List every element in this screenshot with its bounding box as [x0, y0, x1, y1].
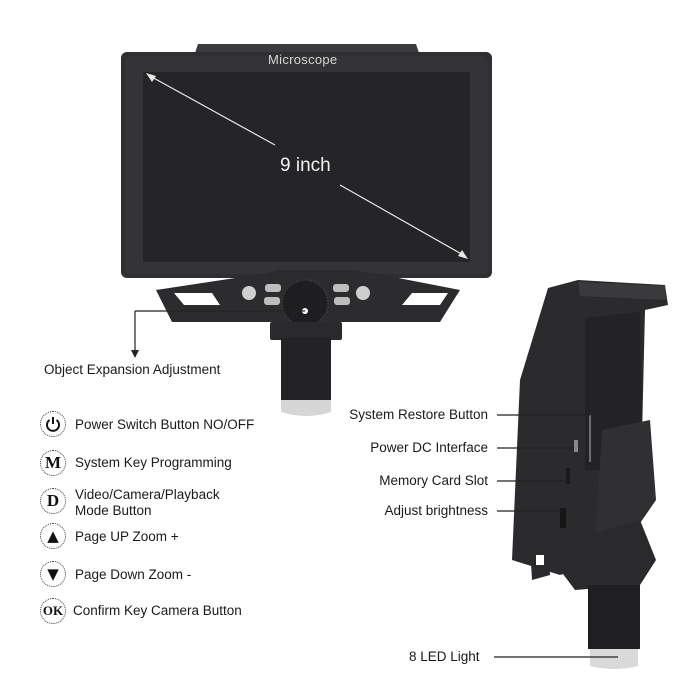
power-icon	[40, 411, 66, 437]
callout-led-light: 8 LED Light	[409, 649, 480, 664]
focus-knob-callout: Object Expansion Adjustment	[44, 362, 221, 377]
m-key-icon: M	[40, 450, 66, 476]
legend-label: Video/Camera/Playback	[75, 487, 220, 502]
legend-label: Confirm Key Camera Button	[73, 603, 242, 618]
legend-label: Page Down Zoom -	[75, 567, 192, 582]
legend-label: Mode Button	[75, 503, 152, 518]
ok-key-icon: OK	[40, 598, 66, 624]
up-triangle-icon: ▲	[40, 523, 66, 549]
legend-label: System Key Programming	[75, 455, 232, 470]
callout-memory-card: Memory Card Slot	[379, 473, 488, 488]
screen-size-label: 9 inch	[280, 155, 331, 176]
down-triangle-icon: ▼	[40, 561, 66, 587]
callout-power-dc: Power DC Interface	[370, 440, 488, 455]
brand-label: Microscope	[268, 52, 338, 67]
callout-system-restore: System Restore Button	[349, 407, 488, 422]
callout-brightness: Adjust brightness	[384, 503, 488, 518]
legend-label: Page UP Zoom +	[75, 529, 179, 544]
d-key-icon: D	[40, 488, 66, 514]
legend-label: Power Switch Button NO/OFF	[75, 417, 255, 432]
